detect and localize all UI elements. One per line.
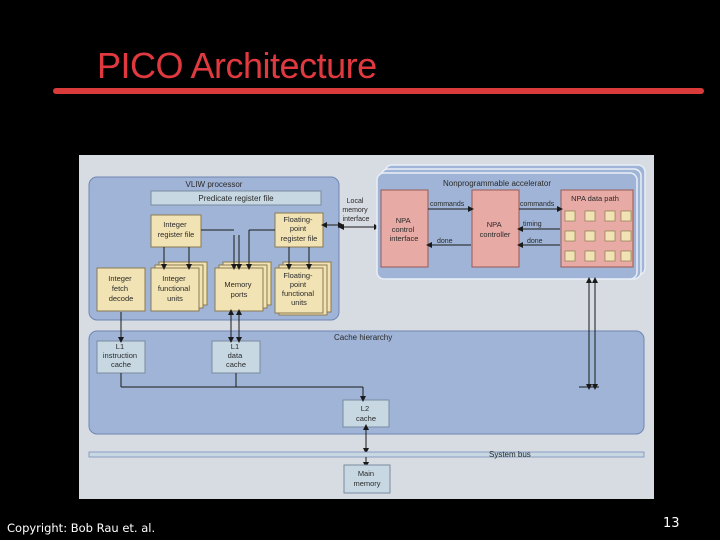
integer-fetch-decode (96, 267, 146, 312)
system-bus (88, 451, 645, 458)
vliw-label: VLIW processor (186, 180, 243, 189)
integer-register-file-label: Integer register file (158, 220, 195, 239)
integer-functional-units (150, 267, 200, 312)
predicate-register-file (150, 190, 322, 206)
npa-controller (471, 189, 520, 268)
l1-data-cache-label: L1 data cache (226, 342, 246, 369)
l2-cache (342, 399, 390, 428)
l2-cache-label: L2 cache (356, 404, 376, 423)
fp-functional-units-label: Floating- point functional units (282, 271, 316, 307)
cache-wires (118, 277, 599, 454)
memory-ports (214, 267, 264, 312)
fp-register-file-label: Floating- point register file (281, 215, 318, 243)
fp-register-file (274, 212, 324, 248)
title-underline (53, 88, 704, 94)
npa-controller-label: NPA controller (480, 220, 511, 239)
npa-control-interface-label: NPA control interface (390, 216, 419, 243)
npa-control-interface (380, 189, 429, 268)
memory-ports-label: Memory ports (224, 280, 253, 299)
predicate-register-file-label: Predicate register file (198, 194, 274, 203)
npa-data-path-label: NPA data path (571, 194, 619, 203)
commands-label-2: commands (520, 201, 555, 208)
l1-instruction-cache-label: L1 instruction cache (103, 342, 139, 369)
integer-functional-units-label: Integer functional units (158, 274, 192, 303)
npa-wires (426, 206, 563, 248)
done-label-1: done (437, 238, 453, 245)
integer-register-file (150, 214, 202, 248)
local-memory-interface-label: Local memory interface (342, 198, 369, 223)
done-label-2: done (527, 238, 543, 245)
system-bus-label: System bus (489, 450, 531, 459)
integer-fetch-decode-label: Integer fetch decode (108, 274, 133, 303)
copyright-note: Copyright: Bob Rau et. al. (7, 521, 156, 535)
timing-label: timing (523, 221, 542, 228)
l1-data-cache (211, 340, 261, 374)
npa-label: Nonprogrammable accelerator (443, 179, 551, 188)
commands-label-1: commands (430, 201, 465, 208)
fp-functional-units (274, 267, 324, 314)
main-memory-label: Main memory (353, 469, 380, 488)
pico-architecture-diagram: VLIW processor Predicate register file I… (79, 155, 654, 499)
slide-number: 13 (663, 516, 680, 531)
main-memory (343, 464, 391, 494)
cache-hierarchy-label: Cache hierarchy (334, 333, 392, 342)
slide-title: PICO Architecture (97, 45, 377, 86)
npa-data-path-grid (564, 210, 632, 262)
